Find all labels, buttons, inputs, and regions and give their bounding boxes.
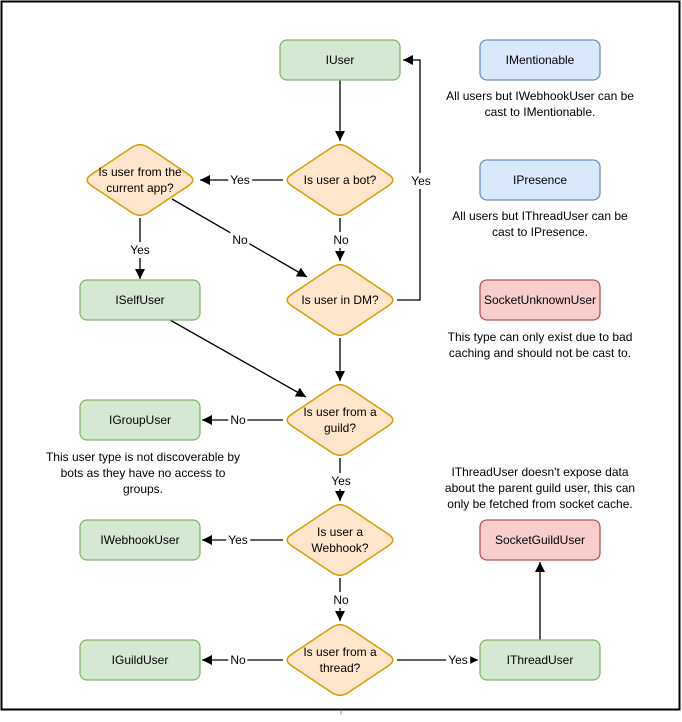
annotation-imentionable: All users but IWebhookUser can be cast t… <box>446 88 634 120</box>
annotation-socketunknownuser-line2: caching and should not be cast to. <box>448 346 632 360</box>
decision-dm-label: Is user in DM? <box>301 292 378 308</box>
decision-bot-shape <box>286 144 394 216</box>
node-igroupuser-shape <box>79 399 201 441</box>
edge-label-bot-yes: Yes <box>228 172 252 188</box>
decision-thread-label: Is user from a thread? <box>303 644 376 676</box>
edge-label-bot-no: No <box>331 232 351 248</box>
decision-webhook-line2: Webhook? <box>311 541 369 555</box>
annotation-imentionable-line2: cast to IMentionable. <box>484 105 596 119</box>
annotation-socketguilduser-line2: about the parent guild user, this can <box>444 481 636 495</box>
decision-guild-label: Is user from a guild? <box>303 404 376 436</box>
decision-dm-line1: Is user in DM? <box>301 293 379 307</box>
annotation-socketunknownuser-line1: This type can only exist due to bad <box>447 330 633 344</box>
edge-label-webhook-no: No <box>331 592 351 608</box>
edge-label-thread-no: No <box>228 652 248 668</box>
node-socketguilduser-label: SocketGuildUser <box>494 533 586 547</box>
annotation-socketguilduser: IThreadUser doesn't expose data about th… <box>445 464 635 512</box>
annotation-ipresence-line1: All users but IThreadUser can be <box>452 209 628 223</box>
decision-bot-line1: Is user a bot? <box>303 173 377 187</box>
node-ipresence-label: IPresence <box>512 173 568 187</box>
edge-iselfuser-to-guild <box>169 319 307 398</box>
decision-thread-line1: Is user from a <box>303 645 377 659</box>
decision-guild-shape <box>286 384 394 456</box>
decision-webhook-shape <box>286 504 394 576</box>
node-iwebhookuser-shape <box>79 519 201 561</box>
annotation-ipresence-line2: cast to IPresence. <box>491 225 589 239</box>
node-socketunknownuser-label: SocketUnknownUser <box>483 293 597 307</box>
node-iselfuser-label: ISelfUser <box>115 293 165 307</box>
edge-label-app-yes: Yes <box>128 242 152 258</box>
annotation-igroupuser-line1: This user type is not discoverable by <box>45 450 241 464</box>
decision-guild-line1: Is user from a <box>303 405 377 419</box>
annotation-socketguilduser-line1: IThreadUser doesn't expose data <box>451 465 629 479</box>
decision-current-app-shape <box>86 144 194 216</box>
node-iselfuser-shape <box>79 279 201 321</box>
decision-guild-line2: guild? <box>323 421 357 435</box>
annotation-igroupuser-line2: bots as they have no access to <box>60 466 226 480</box>
edge-label-guild-yes: Yes <box>329 473 353 489</box>
annotation-socketunknownuser: This type can only exist due to bad cach… <box>448 329 633 361</box>
annotation-igroupuser: This user type is not discoverable by bo… <box>46 449 240 497</box>
decision-dm-shape <box>286 264 394 336</box>
annotation-socketguilduser-line3: only be fetched from socket cache. <box>447 497 633 511</box>
node-imentionable-label: IMentionable <box>505 53 575 67</box>
annotation-imentionable-line1: All users but IWebhookUser can be <box>446 89 634 103</box>
node-socketguilduser-shape <box>479 519 601 561</box>
node-iguilduser-label: IGuildUser <box>111 653 169 667</box>
decision-webhook-label: Is user a Webhook? <box>311 524 368 556</box>
annotation-igroupuser-line3: groups. <box>122 482 164 496</box>
edge-label-app-no: No <box>230 232 250 248</box>
decision-bot-label: Is user a bot? <box>304 172 377 188</box>
decision-thread-line2: thread? <box>319 661 361 675</box>
edge-label-webhook-yes: Yes <box>226 532 250 548</box>
decision-current-app-line1: Is user from the <box>98 165 182 179</box>
decision-thread-shape <box>286 624 394 696</box>
decision-current-app-line2: current app? <box>106 181 174 195</box>
node-ithreaduser-label: IThreadUser <box>506 653 574 667</box>
node-ithreaduser-shape <box>479 639 601 681</box>
decision-current-app-label: Is user from the current app? <box>98 164 181 196</box>
node-ipresence-shape <box>479 159 601 201</box>
node-igroupuser-label: IGroupUser <box>108 413 172 427</box>
node-iguilduser-shape <box>79 639 201 681</box>
edge-label-thread-yes: Yes <box>446 652 470 668</box>
edge-label-guild-no: No <box>228 412 248 428</box>
annotation-ipresence: All users but IThreadUser can be cast to… <box>452 208 627 240</box>
edge-label-dm-yes: Yes <box>409 173 433 189</box>
node-socketunknownuser-shape <box>479 279 601 321</box>
decision-webhook-line1: Is user a <box>316 525 364 539</box>
node-imentionable-shape <box>479 39 601 81</box>
node-iwebhookuser-label: IWebhookUser <box>100 533 180 547</box>
node-iuser-shape <box>279 39 401 81</box>
node-iuser-label: IUser <box>325 53 355 67</box>
